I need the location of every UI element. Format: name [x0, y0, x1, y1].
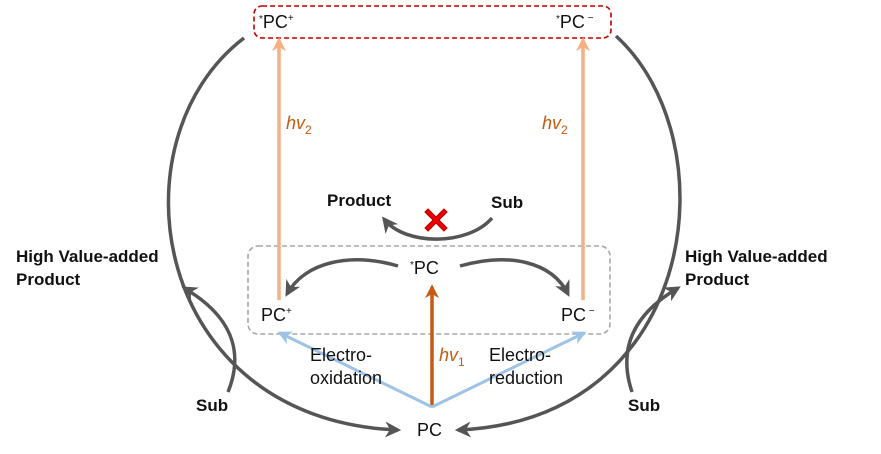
intermediate-box: [247, 245, 611, 335]
right-product-label-line1: High Value-added: [685, 247, 828, 266]
right-sub-to-product-arrow: [625, 286, 681, 393]
right-outer-cycle-arrow: [454, 34, 682, 438]
electro-reduction-arrow: [431, 331, 587, 409]
electro-reduction-label-line1: Electro-: [489, 345, 551, 365]
excited-oxidized-label: *PC+: [259, 12, 294, 32]
left-product-label-line1: High Value-added: [16, 247, 159, 266]
left-sub-label: Sub: [196, 396, 228, 415]
left-outer-cycle-arrow: [166, 36, 402, 438]
electro-oxidation-arrow: [277, 331, 433, 409]
right-sub-label: Sub: [628, 396, 660, 415]
excited-to-reduced-arrow: [459, 258, 570, 297]
blocked-sub-label: Sub: [491, 193, 523, 212]
hv1-label: hv1: [439, 345, 465, 369]
left-product-label-line2: Product: [16, 270, 81, 289]
excited-reduced-label: *PC −: [556, 12, 594, 32]
ground-pc-label: PC: [417, 420, 442, 440]
electro-oxidation-label-line1: Electro-: [310, 345, 372, 365]
blocked-product-label: Product: [327, 191, 392, 210]
excited-ion-box: [253, 5, 612, 39]
oxidized-pc-label: PC+: [261, 305, 292, 325]
hv2-left-label: hv2: [286, 113, 312, 137]
excited-to-oxidized-arrow: [285, 258, 399, 297]
electro-oxidation-label-line2: oxidation: [310, 368, 382, 388]
electro-reduction-label-line2: reduction: [489, 368, 563, 388]
left-sub-to-product-arrow: [181, 286, 237, 393]
hv2-right-label: hv2: [542, 113, 568, 137]
reduced-pc-label: PC −: [561, 305, 595, 325]
excited-pc-label: *PC: [410, 258, 439, 278]
blocked-cross-icon: [424, 208, 448, 232]
right-product-label-line2: Product: [685, 270, 750, 289]
blocked-reaction-arrow: [382, 216, 494, 241]
